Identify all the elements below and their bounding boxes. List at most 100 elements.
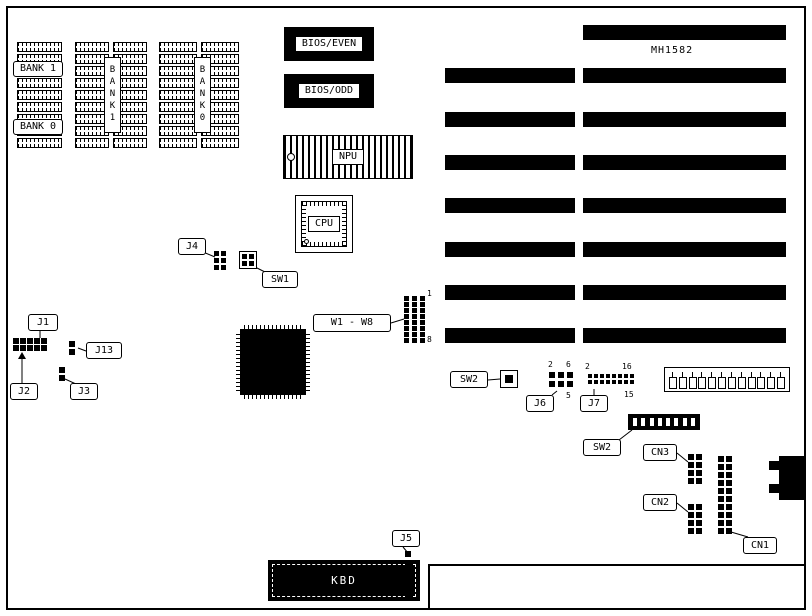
pin: [405, 571, 411, 577]
callout-j5: J5: [392, 530, 420, 547]
pin: [618, 374, 622, 378]
pin: [404, 338, 409, 343]
pin: [726, 520, 732, 526]
bios-even-label: BIOS/EVEN: [294, 36, 364, 52]
pin: [688, 462, 694, 468]
isa-slot-segment: [583, 198, 786, 213]
pin: [412, 308, 417, 313]
bank1-label: BANK 1: [13, 61, 63, 77]
pin: [549, 372, 555, 378]
j6-pin2-number: 2: [548, 360, 553, 369]
memory-socket: [75, 138, 109, 148]
callout-cn3: CN3: [643, 444, 677, 461]
jumper-j4-pins: [214, 251, 226, 270]
pin: [404, 332, 409, 337]
pin: [718, 480, 724, 486]
pin: [718, 520, 724, 526]
pin: [420, 326, 425, 331]
pin: [405, 581, 411, 587]
pin: [558, 372, 564, 378]
callout-j3: J3: [70, 383, 98, 400]
board-model-label: MH1582: [651, 45, 694, 56]
pin: [242, 254, 247, 259]
pin: [641, 418, 646, 426]
pin: [696, 462, 702, 468]
memory-socket: [201, 42, 239, 52]
memory-socket: [159, 90, 197, 100]
pin: [726, 456, 732, 462]
pin: [214, 265, 219, 270]
memory-socket: [113, 138, 147, 148]
pin: [718, 504, 724, 510]
pin: [718, 472, 724, 478]
pin: [404, 302, 409, 307]
pin: [420, 338, 425, 343]
pin: [698, 372, 707, 389]
dip-switch-sw2: [628, 414, 700, 430]
isa-slot-segment: [583, 242, 786, 257]
qfp-pins-right: [306, 333, 310, 391]
pin: [678, 372, 687, 389]
memory-socket: [17, 78, 62, 88]
qfp-pins-bottom: [244, 395, 302, 399]
pin: [726, 464, 732, 470]
pin: [59, 367, 65, 373]
callout-cn1: CN1: [743, 537, 777, 554]
connector-cn3-pins: [688, 454, 702, 484]
memory-socket: [17, 42, 62, 52]
pin: [20, 338, 26, 344]
pin: [726, 504, 732, 510]
isa-slot-segment: [445, 285, 575, 300]
callout-j13: J13: [86, 342, 122, 359]
pin: [412, 320, 417, 325]
pin: [726, 488, 732, 494]
pin: [420, 320, 425, 325]
pin: [600, 374, 604, 378]
board-notch-edge: [428, 564, 805, 609]
callout-j2: J2: [10, 383, 38, 400]
pin: [27, 338, 33, 344]
pin: [13, 345, 19, 351]
pin: [20, 345, 26, 351]
switch-sw1: [239, 251, 257, 269]
pin: [567, 372, 573, 378]
pin: [718, 496, 724, 502]
callout-w1-w8: W1 - W8: [313, 314, 391, 332]
isa-slot-segment: [445, 68, 575, 83]
bios-odd-chip: BIOS/ODD: [284, 74, 374, 108]
w-block-pin1-number: 1: [427, 289, 432, 298]
pin: [594, 380, 598, 384]
pin: [718, 464, 724, 470]
pin: [630, 380, 634, 384]
pin: [688, 512, 694, 518]
pin: [404, 314, 409, 319]
pin: [249, 254, 254, 259]
callout-cn2: CN2: [643, 494, 677, 511]
pin: [69, 349, 75, 355]
pin: [34, 338, 40, 344]
bank1-vertical-label: BANK1: [104, 57, 121, 133]
isa-slot-segment: [583, 328, 786, 343]
qfp-pins-left: [236, 333, 240, 391]
isa-slot-segment: [445, 242, 575, 257]
pin: [221, 258, 226, 263]
pin: [726, 512, 732, 518]
callout-j1: J1: [28, 314, 58, 331]
callout-sw2-b: SW2: [583, 439, 621, 456]
pin: [718, 528, 724, 534]
pin: [633, 418, 637, 426]
pin: [624, 374, 628, 378]
memory-socket: [159, 66, 197, 76]
npu-socket: NPU: [283, 135, 413, 179]
pin: [420, 332, 425, 337]
isa-slot-segment: [583, 25, 786, 40]
pin: [718, 488, 724, 494]
pin: [412, 296, 417, 301]
pin: [690, 418, 695, 426]
cpu-pin1-marker: [304, 239, 309, 244]
bios-odd-label: BIOS/ODD: [297, 83, 361, 99]
pin: [688, 528, 694, 534]
isa-slot-segment: [445, 112, 575, 127]
terminal-block: [664, 367, 790, 392]
